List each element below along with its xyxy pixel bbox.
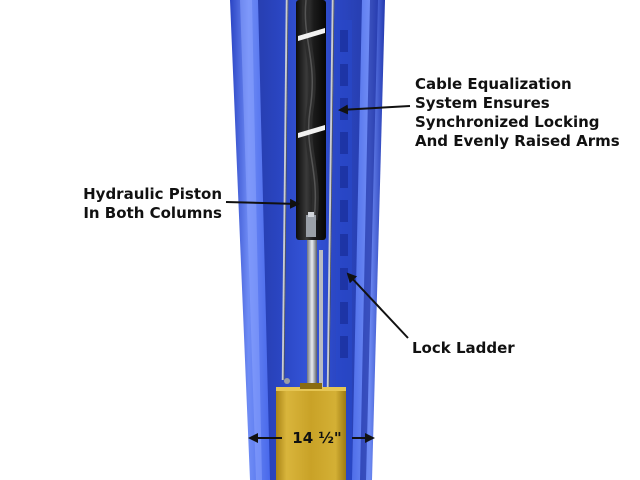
lock-ladder xyxy=(336,20,352,480)
cable-arrow xyxy=(338,104,411,115)
cable-label-line-1: Cable Equalization xyxy=(415,75,572,93)
width-dimension-label: 14 ½" xyxy=(292,429,342,447)
hydraulic-piston xyxy=(296,0,326,240)
piston-label-line-2: In Both Columns xyxy=(83,204,222,222)
piston-arrow xyxy=(225,198,300,209)
lift-carriage xyxy=(276,378,346,480)
ladder-label-line-1: Lock Ladder xyxy=(412,339,515,357)
cable-equalization-label: Cable Equalization System Ensures Synchr… xyxy=(415,75,620,151)
cable-label-line-4: And Evenly Raised Arms xyxy=(415,132,620,150)
lock-ladder-label: Lock Ladder xyxy=(412,339,515,358)
cable-label-line-3: Synchronized Locking xyxy=(415,113,600,131)
equalization-cables xyxy=(281,0,335,391)
piston-rod xyxy=(307,240,323,390)
lock-ladder-arrow xyxy=(346,272,409,339)
hydraulic-piston-label: Hydraulic Piston In Both Columns xyxy=(83,185,222,223)
cable-label-line-2: System Ensures xyxy=(415,94,550,112)
piston-label-line-1: Hydraulic Piston xyxy=(83,185,222,203)
